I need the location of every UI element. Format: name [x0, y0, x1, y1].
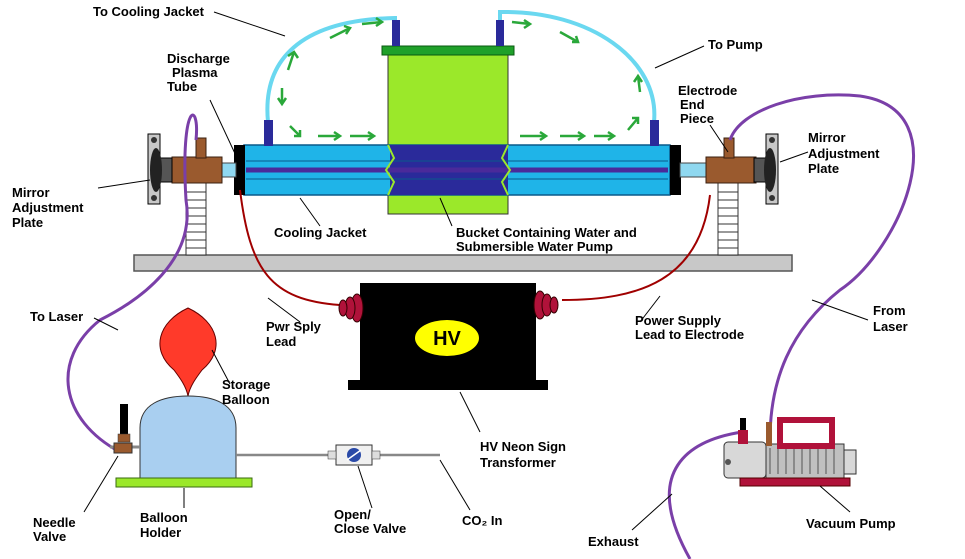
label-to-cooling-jacket: To Cooling Jacket [93, 4, 204, 19]
label-bucket-1: Bucket Containing Water and [456, 225, 637, 240]
label-electrode-end-piece-2: End [680, 97, 705, 112]
needle-valve-body [117, 433, 131, 443]
hv-badge [415, 320, 479, 356]
needle-valve-knob [120, 404, 128, 434]
label-mirror-left-2: Adjustment [12, 200, 84, 215]
label-mirror-left-1: Mirror [12, 185, 50, 200]
hv-badge-label: HV [433, 328, 461, 350]
bucket-edge-right [500, 144, 512, 196]
jacket-cap-right [670, 145, 681, 195]
transformer-base [348, 380, 548, 390]
hose-to-laser [66, 113, 199, 454]
label-needle-valve-2: Valve [33, 529, 67, 544]
valve-handle-bar [346, 449, 362, 461]
insulator-left [338, 293, 364, 323]
needle-valve [113, 442, 133, 454]
electrode-pin-right [723, 137, 735, 159]
valve-fitting-right [371, 450, 381, 460]
label-hv-transformer-2: Transformer [480, 455, 556, 470]
storage-balloon [159, 307, 217, 397]
flow-arrows [276, 16, 644, 142]
holder-base [115, 477, 253, 488]
label-power-supply-lead-1: Power Supply [635, 313, 721, 328]
label-electrode-end-piece-3: Piece [680, 111, 714, 126]
label-discharge-plasma-tube-2: Plasma [172, 65, 218, 80]
electrode-pin-left [195, 137, 207, 159]
label-open-close-valve-1: Open/ [334, 507, 371, 522]
label-cooling-jacket: Cooling Jacket [274, 225, 367, 240]
label-to-laser: To Laser [30, 309, 84, 324]
optical-bench [133, 254, 793, 272]
hose-from-laser [728, 93, 915, 441]
label-discharge-plasma-tube-1: Discharge [167, 51, 230, 66]
label-power-supply-lead-2: Lead to Electrode [635, 327, 745, 342]
power-lead-left [239, 189, 341, 306]
label-pointers [83, 11, 869, 531]
jacket-cap-left [234, 145, 245, 195]
label-electrode-end-piece-1: Electrode [678, 83, 738, 98]
label-co2-in: CO₂ In [462, 513, 503, 528]
label-needle-valve-1: Needle [33, 515, 76, 530]
bucket-fitting-left [392, 20, 400, 46]
label-storage-balloon-1: Storage [222, 377, 271, 392]
label-exhaust: Exhaust [588, 534, 639, 549]
valve-fitting-left [327, 450, 337, 460]
balloon-holder [139, 395, 237, 479]
water-hose-left [265, 15, 397, 123]
label-balloon-holder-2: Holder [140, 525, 182, 540]
hose-fitting-right [650, 120, 659, 146]
label-discharge-plasma-tube-3: Tube [167, 79, 198, 94]
mirror-plate-left [147, 133, 173, 205]
label-open-close-valve-2: Close Valve [334, 521, 407, 536]
label-mirror-right-2: Adjustment [808, 146, 880, 161]
bucket-edge-left [384, 144, 396, 196]
vacuum-pump [723, 417, 857, 487]
insulator-right [533, 290, 559, 320]
label-storage-balloon-2: Balloon [222, 392, 270, 407]
label-pwr-sply-lead-2: Lead [266, 334, 297, 349]
label-from-laser-2: Laser [873, 319, 908, 334]
label-bucket-2: Submersible Water Pump [456, 239, 613, 254]
label-mirror-left-3: Plate [12, 215, 44, 230]
electrode-end-piece-right [705, 156, 757, 184]
electrode-end-piece-left [171, 156, 223, 184]
label-hv-transformer-1: HV Neon Sign [480, 439, 566, 454]
label-pwr-sply-lead-1: Pwr Sply [266, 319, 321, 334]
bucket-fitting-right [496, 20, 504, 46]
left-support [185, 182, 207, 256]
water-hose-right [498, 9, 657, 123]
label-vacuum-pump: Vacuum Pump [806, 516, 896, 531]
label-mirror-right-3: Plate [808, 161, 840, 176]
label-to-pump: To Pump [708, 37, 763, 52]
exhaust-hose [667, 430, 743, 559]
hose-fitting-left [264, 120, 273, 146]
label-from-laser-1: From [873, 303, 906, 318]
mirror-plate-right [753, 133, 779, 205]
right-support [717, 182, 739, 256]
label-balloon-holder-1: Balloon [140, 510, 188, 525]
bucket-lid [381, 45, 515, 56]
label-mirror-right-1: Mirror [808, 130, 846, 145]
power-lead-right [561, 194, 711, 301]
